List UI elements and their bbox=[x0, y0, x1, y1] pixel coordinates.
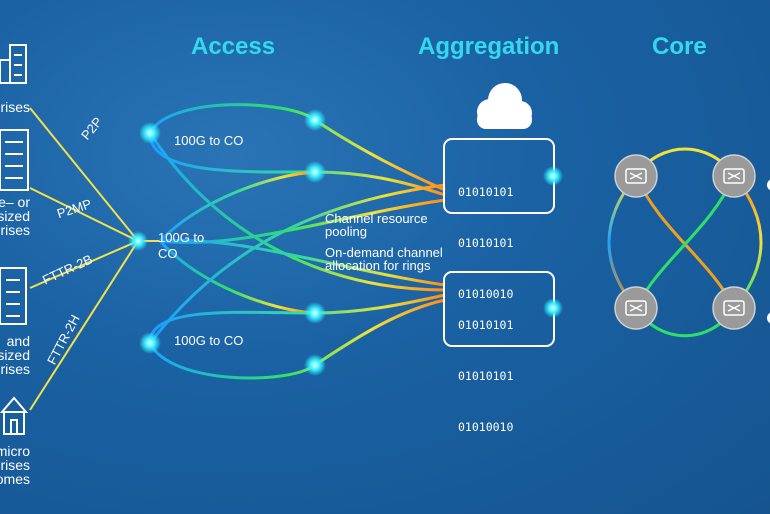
offscreen-nodes bbox=[767, 179, 770, 324]
switch-icon bbox=[614, 154, 658, 198]
node-splitter bbox=[128, 231, 148, 251]
aggregation-core-links bbox=[560, 174, 615, 310]
aggregation-ports bbox=[543, 166, 563, 318]
co-label-bottom: 100G to CO bbox=[174, 333, 244, 348]
node-access-2 bbox=[304, 109, 326, 131]
access-nodes bbox=[128, 109, 326, 376]
header-core: Core bbox=[652, 33, 707, 60]
binary-line: 01010101 bbox=[458, 318, 514, 332]
co-label-top: 100G to CO bbox=[174, 133, 244, 148]
access-cross-1 bbox=[158, 170, 316, 243]
feeder-p2p bbox=[29, 107, 139, 242]
co-label-middle: 100G to CO bbox=[158, 230, 205, 262]
access-mid-flow bbox=[159, 198, 446, 244]
access-mid-flow-2 bbox=[159, 238, 446, 287]
feeder-fttr2b bbox=[29, 240, 139, 289]
binary-line: 01010010 bbox=[458, 287, 514, 301]
house-icon bbox=[0, 396, 29, 435]
node-access-4 bbox=[304, 302, 326, 324]
header-access: Access bbox=[191, 33, 276, 60]
note-on-demand-allocation: On-demand channel allocation for rings bbox=[325, 245, 443, 273]
switch-icon bbox=[712, 286, 756, 330]
feeder-lines bbox=[29, 107, 160, 411]
switch-icon bbox=[712, 154, 756, 198]
enterprise-label-medium: e– or sized rises bbox=[0, 194, 30, 238]
apartment-building-icon bbox=[0, 267, 27, 325]
aggregation-binary-bottom: 01010101 01010101 01010010 bbox=[458, 283, 513, 470]
aggregation-links bbox=[465, 213, 533, 272]
cloud-icon bbox=[477, 83, 532, 129]
node-access-1 bbox=[139, 122, 161, 144]
header-aggregation: Aggregation bbox=[418, 33, 560, 60]
enterprise-label-large: rises bbox=[0, 99, 30, 115]
node-access-3 bbox=[304, 161, 326, 183]
office-tower-icon bbox=[0, 129, 29, 191]
feeder-p2mp bbox=[29, 187, 139, 242]
enterprise-label-micro: micro rises omes bbox=[0, 443, 30, 487]
binary-line: 01010010 bbox=[458, 420, 514, 434]
switch-icon bbox=[614, 286, 658, 330]
note-channel-pooling: Channel resource pooling bbox=[325, 211, 428, 239]
aggregation-binary-top: 01010101 01010101 01010010 bbox=[458, 150, 513, 337]
feeder-fttr2h bbox=[29, 240, 139, 411]
access-cross-2 bbox=[158, 239, 316, 315]
node-access-6 bbox=[304, 354, 326, 376]
binary-line: 01010101 bbox=[458, 185, 514, 199]
node-access-5 bbox=[139, 332, 161, 354]
office-building-icon bbox=[0, 44, 27, 84]
enterprise-label-small: and sized rises bbox=[0, 333, 30, 377]
binary-line: 01010101 bbox=[458, 236, 514, 250]
core-switches bbox=[614, 154, 756, 330]
binary-line: 01010101 bbox=[458, 369, 514, 383]
